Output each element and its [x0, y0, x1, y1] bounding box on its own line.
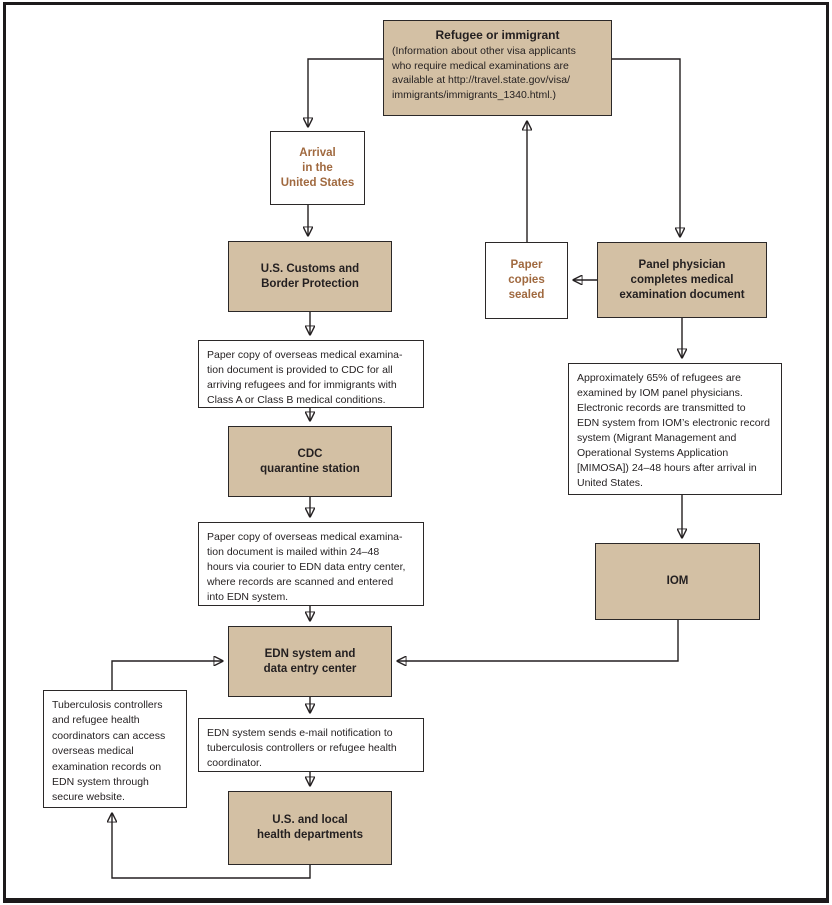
edn-label: EDN system and data entry center	[263, 647, 357, 675]
node-us-customs-border-protection: U.S. Customs and Border Protection	[228, 241, 392, 312]
customs-label: U.S. Customs and Border Protection	[260, 262, 360, 290]
note-edn-email-notification-text: EDN system sends e-mail notification to …	[207, 727, 397, 769]
node-panel-physician: Panel physician completes medical examin…	[597, 242, 767, 318]
note-paper-copy-provided-text: Paper copy of overseas medical examina- …	[207, 349, 403, 406]
note-tuberculosis-controllers-text: Tuberculosis controllers and refugee hea…	[52, 699, 166, 804]
node-paper-copies-sealed: Paper copies sealed	[485, 242, 568, 319]
node-arrival-in-us: Arrival in the United States	[270, 131, 365, 205]
cdc-label: CDC quarantine station	[260, 447, 360, 475]
refugee-info-text: (Information about other visa applicants…	[392, 45, 576, 101]
arrival-label: Arrival in the United States	[280, 146, 355, 189]
note-iom-electronic-records: Approximately 65% of refugees are examin…	[568, 363, 782, 495]
note-tuberculosis-controllers: Tuberculosis controllers and refugee hea…	[43, 690, 187, 808]
node-cdc-quarantine-station: CDC quarantine station	[228, 426, 392, 497]
paper-copies-sealed-label: Paper copies sealed	[508, 259, 545, 301]
note-paper-copy-provided: Paper copy of overseas medical examina- …	[198, 340, 424, 408]
health-departments-label: U.S. and local health departments	[256, 814, 364, 841]
note-paper-copy-mailed: Paper copy of overseas medical examina- …	[198, 522, 424, 606]
note-iom-electronic-records-text: Approximately 65% of refugees are examin…	[577, 372, 770, 489]
panel-physician-label: Panel physician completes medical examin…	[619, 258, 745, 301]
figure-border	[3, 2, 829, 903]
node-iom: IOM	[595, 543, 760, 620]
iom-label: IOM	[666, 575, 689, 587]
node-us-local-health-departments: U.S. and local health departments	[228, 791, 392, 865]
node-edn-system-data-entry-center: EDN system and data entry center	[228, 626, 392, 697]
note-paper-copy-mailed-text: Paper copy of overseas medical examina- …	[207, 531, 406, 603]
node-refugee-or-immigrant: Refugee or immigrant (Information about …	[383, 20, 612, 116]
note-edn-email-notification: EDN system sends e-mail notification to …	[198, 718, 424, 772]
refugee-title: Refugee or immigrant	[435, 28, 560, 42]
